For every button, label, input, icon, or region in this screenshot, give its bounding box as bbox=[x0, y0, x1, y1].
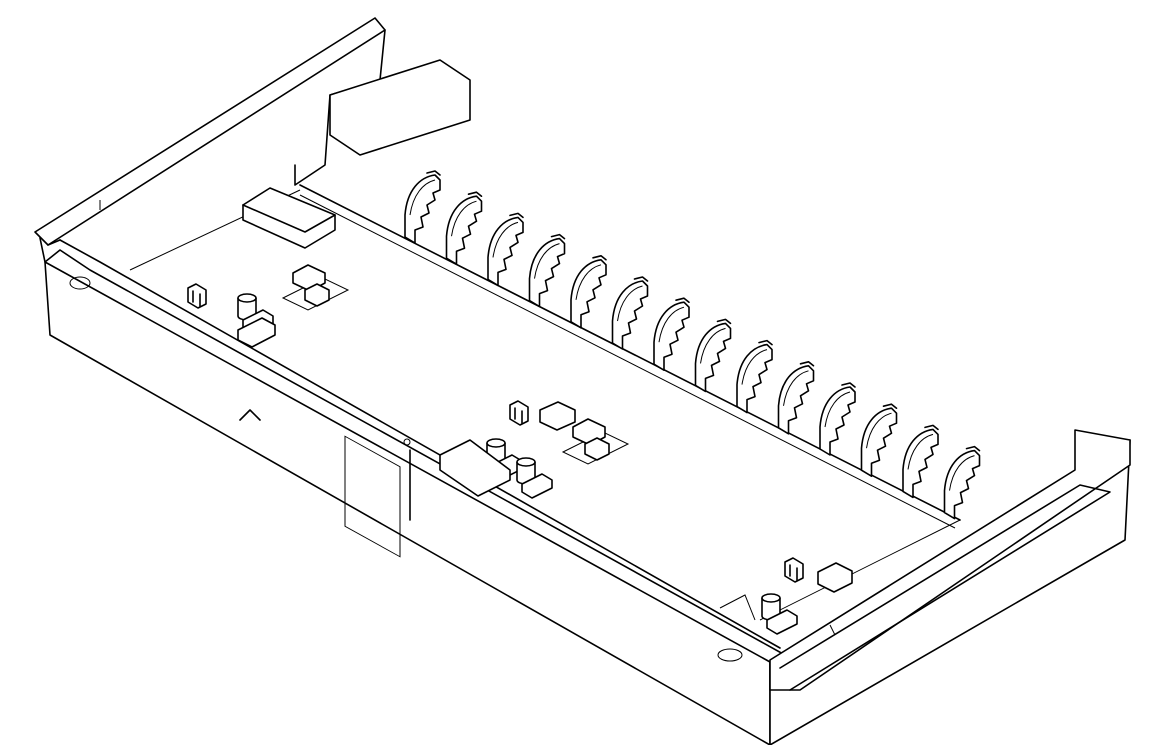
fin-body bbox=[819, 386, 856, 456]
knob-base bbox=[766, 609, 798, 635]
fin bbox=[611, 276, 649, 350]
fin-tip bbox=[550, 233, 566, 240]
fin-tip bbox=[633, 276, 649, 282]
knob-top bbox=[237, 293, 257, 303]
fin-edge bbox=[700, 327, 726, 364]
fin bbox=[819, 382, 856, 456]
fin-body bbox=[860, 407, 898, 478]
fin bbox=[736, 339, 773, 414]
clip-slot bbox=[514, 407, 523, 424]
fin-edge bbox=[534, 243, 560, 279]
fin bbox=[445, 191, 483, 265]
fin-body bbox=[902, 428, 939, 499]
fin-body bbox=[736, 343, 773, 414]
fin-edge bbox=[783, 370, 809, 406]
fin-tip bbox=[965, 445, 981, 452]
fin-edge bbox=[492, 221, 519, 258]
fin-edge bbox=[907, 433, 934, 470]
knob-base bbox=[521, 473, 553, 499]
block-component bbox=[817, 562, 853, 593]
knob-top bbox=[486, 438, 506, 448]
fin bbox=[404, 170, 441, 244]
fin-body bbox=[528, 237, 566, 308]
fin-edge bbox=[741, 349, 768, 385]
fin-tip bbox=[841, 382, 856, 388]
fin-edge bbox=[949, 455, 975, 491]
fin-body bbox=[694, 322, 732, 393]
switch-component bbox=[281, 264, 350, 311]
fin-body bbox=[943, 449, 981, 520]
fin-edge bbox=[451, 200, 477, 237]
fin bbox=[902, 424, 939, 499]
tray-body bbox=[34, 17, 1131, 745]
fin-edge bbox=[575, 264, 602, 300]
clip-body bbox=[509, 400, 529, 426]
knob-top bbox=[761, 593, 781, 603]
fin-tip bbox=[592, 254, 607, 261]
components bbox=[187, 264, 853, 635]
clip-body bbox=[784, 557, 804, 583]
clip-component bbox=[509, 400, 529, 426]
clip-slot bbox=[789, 564, 798, 581]
fin-body bbox=[653, 301, 690, 372]
fin bbox=[653, 297, 690, 372]
clip-component bbox=[187, 283, 207, 309]
fin-tip bbox=[716, 318, 732, 325]
switch-bottom bbox=[304, 283, 330, 307]
fin-edge bbox=[409, 179, 436, 216]
rib-component bbox=[439, 439, 511, 497]
rib-component bbox=[719, 594, 756, 621]
fin bbox=[777, 360, 815, 435]
fin-edge bbox=[824, 391, 851, 428]
fin-edge bbox=[658, 306, 685, 343]
knob-top bbox=[516, 457, 536, 467]
fin bbox=[528, 233, 566, 308]
fin-body bbox=[570, 258, 607, 329]
fin bbox=[943, 445, 981, 520]
fin-tip bbox=[675, 297, 690, 304]
fin-body bbox=[487, 216, 524, 287]
fin-body bbox=[777, 364, 815, 435]
clip-slot bbox=[192, 290, 201, 307]
fin-body bbox=[445, 195, 483, 265]
fin bbox=[860, 403, 898, 478]
fin-row bbox=[404, 170, 981, 520]
fin bbox=[487, 212, 524, 287]
fin-tip bbox=[467, 191, 483, 197]
fin-edge bbox=[617, 285, 643, 322]
fin-edge bbox=[866, 412, 892, 449]
fin-tip bbox=[758, 339, 773, 346]
fin-tip bbox=[924, 424, 939, 431]
fin-tip bbox=[509, 212, 524, 219]
block-component bbox=[539, 401, 576, 431]
clip-component bbox=[784, 557, 804, 583]
fin-tip bbox=[799, 360, 815, 367]
rib-component bbox=[237, 317, 276, 348]
clip-body bbox=[187, 283, 207, 309]
switch-bottom bbox=[584, 437, 610, 461]
fin-body bbox=[611, 280, 649, 350]
knob-component bbox=[761, 593, 798, 635]
fin-tip bbox=[426, 170, 441, 176]
fin bbox=[570, 254, 607, 329]
fin-tip bbox=[882, 403, 898, 410]
switch-component bbox=[561, 418, 630, 465]
knob-component bbox=[516, 457, 553, 499]
fin bbox=[694, 318, 732, 393]
fin-body bbox=[404, 174, 441, 244]
